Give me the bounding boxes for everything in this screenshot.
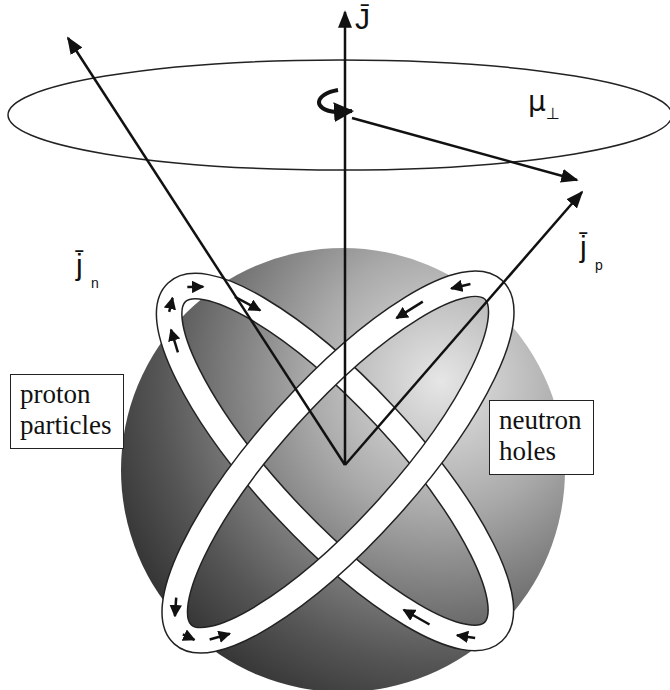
- caption-box: proton particles: [10, 374, 124, 449]
- vector-subscript: ⊥: [546, 106, 560, 122]
- vector-label: μ: [528, 88, 546, 116]
- total-spin-vector: [344, 12, 347, 465]
- vector-label: j̄: [76, 250, 83, 280]
- current-arrow: [183, 634, 195, 639]
- current-arrow: [175, 598, 176, 617]
- rotation-arrow: [319, 90, 352, 112]
- current-arrow: [457, 635, 475, 638]
- current-arrow: [404, 610, 430, 625]
- current-arrow: [451, 284, 470, 289]
- box-label: proton particles: [20, 379, 111, 441]
- current-arrow: [169, 298, 172, 312]
- vector-subscript: n: [91, 276, 99, 290]
- current-arrow: [187, 285, 203, 288]
- precession-cone: [8, 60, 670, 170]
- vector-subscript: p: [595, 258, 603, 272]
- current-arrow: [210, 634, 230, 640]
- caption-box: neutron holes: [489, 400, 594, 475]
- box-label: neutron holes: [499, 405, 581, 467]
- vector-label: j̄: [580, 232, 587, 262]
- magnetic-moment-vector: [352, 118, 577, 180]
- current-arrow: [171, 330, 178, 353]
- vector-label: J̄: [355, 4, 370, 34]
- current-arrow: [396, 302, 422, 319]
